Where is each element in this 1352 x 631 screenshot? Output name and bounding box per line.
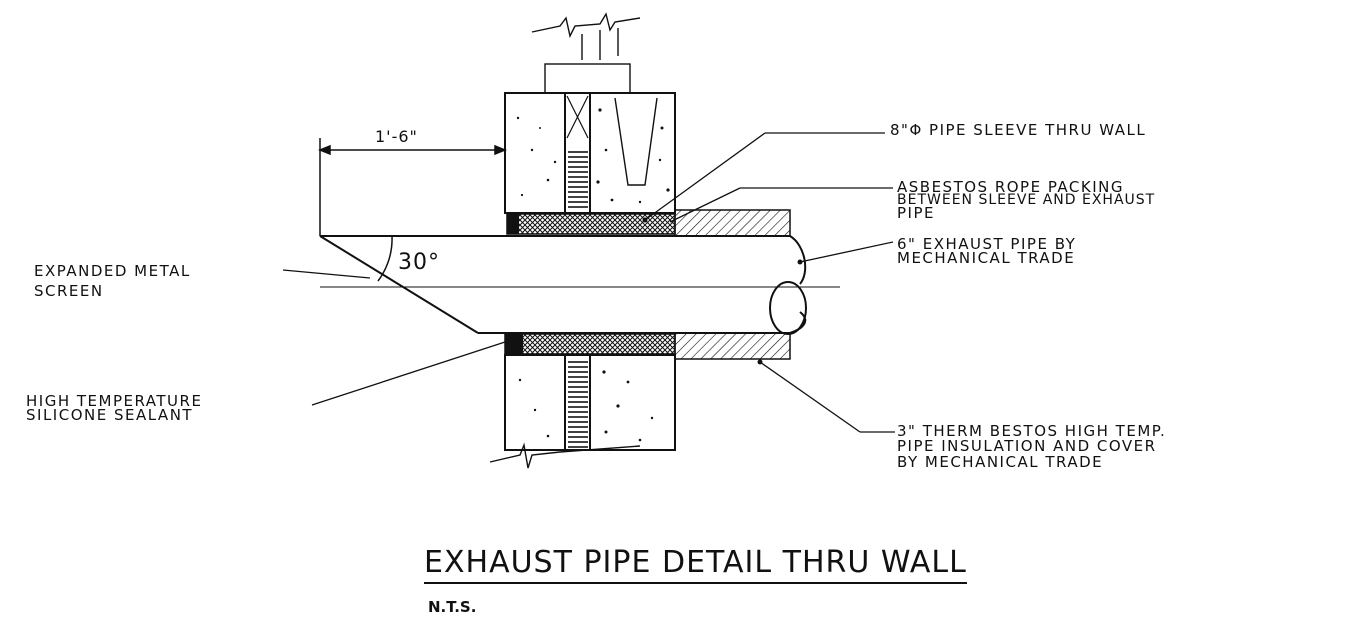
wall-break-top bbox=[531, 12, 641, 95]
dimension-line bbox=[317, 138, 508, 236]
upper-wall bbox=[504, 92, 676, 214]
leader-lines bbox=[282, 132, 895, 433]
lower-wall bbox=[489, 354, 676, 469]
dimension-label: 1'-6" bbox=[375, 127, 418, 146]
scale-note: N.T.S. bbox=[428, 598, 477, 616]
rope-packing-bottom bbox=[504, 333, 676, 355]
angle-arc bbox=[377, 235, 393, 282]
drawing-title: EXHAUST PIPE DETAIL THRU WALL bbox=[424, 545, 967, 584]
insulation-bottom bbox=[674, 332, 791, 360]
insulation-top bbox=[674, 209, 791, 237]
angle-label: 30° bbox=[398, 250, 440, 275]
